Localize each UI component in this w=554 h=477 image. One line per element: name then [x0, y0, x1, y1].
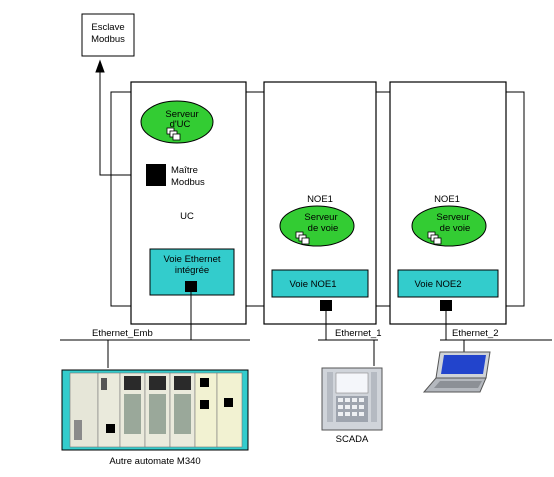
noe2-module: NOE1 Serveur de voie Voie NOE2: [389, 81, 507, 325]
cpu-server-icon: [166, 127, 181, 141]
noe1-port: [271, 269, 369, 298]
noe1-title: NOE1: [307, 194, 333, 205]
ethernet-emb-label: Ethernet_Emb: [92, 328, 153, 339]
noe1-server-line2: de voie: [308, 223, 339, 234]
modbus-master-line1: Maître: [171, 165, 198, 176]
modbus-master-port: [146, 164, 166, 186]
noe1-port-connector: [320, 300, 332, 311]
noe2-server-line2: de voie: [440, 223, 471, 234]
noe2-title: NOE1: [434, 194, 460, 205]
other-plc-rack: [61, 369, 249, 451]
cpu-server-line2: d'UC: [170, 119, 191, 130]
cpu-module: Serveur d'UC Maître Modbus UC Voie Ether…: [130, 81, 247, 325]
scada-label: SCADA: [336, 434, 369, 445]
cpu-title: UC: [180, 211, 194, 222]
slave-label-line2: Modbus: [91, 34, 125, 45]
slave-label-line1: Esclave: [91, 22, 124, 33]
modbus-slave: Esclave Modbus: [81, 13, 135, 57]
plc-label: Autre automate M340: [109, 456, 200, 467]
noe1-module: NOE1 Serveur de voie Voie NOE1: [263, 81, 377, 325]
noe1-server-icon: [295, 231, 310, 245]
embedded-port-line2: intégrée: [175, 265, 209, 276]
cpu-server-line1: Serveur: [165, 109, 198, 120]
scada-terminal: [321, 367, 383, 431]
noe2-server-line1: Serveur: [436, 212, 469, 223]
ethernet-2-label: Ethernet_2: [452, 328, 498, 339]
noe1-port-label: Voie NOE1: [290, 279, 337, 290]
noe1-server-line1: Serveur: [304, 212, 337, 223]
modbus-master-line2: Modbus: [171, 177, 205, 188]
noe2-server-icon: [427, 231, 442, 245]
noe2-port-label: Voie NOE2: [415, 279, 462, 290]
embedded-port-line1: Voie Ethernet: [163, 254, 220, 265]
laptop-icon: [422, 351, 491, 393]
cpu-server-ellipse: [140, 100, 214, 144]
noe2-port: [397, 269, 499, 298]
noe2-port-connector: [440, 300, 452, 311]
ethernet-links: [60, 292, 552, 368]
ethernet-1-label: Ethernet_1: [335, 328, 381, 339]
embedded-port-connector: [185, 281, 197, 292]
